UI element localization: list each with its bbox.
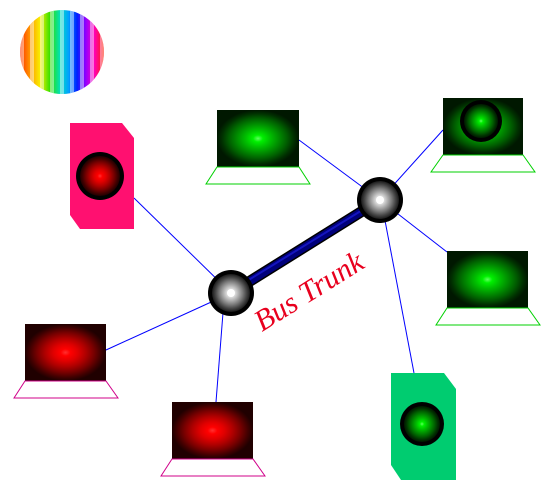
green-screen-device-topright [430,98,536,173]
bus-trunk [225,194,386,299]
right-hub [357,177,403,223]
red-screen-device-left [13,324,119,399]
green-panel-device [391,373,456,480]
trunk-label: Bus Trunk [248,245,370,338]
spectrum-disk [20,10,104,94]
red-screen-device-bottom [160,402,266,477]
red-panel-device [70,123,134,229]
link-green-panel [382,209,415,374]
green-screen-device-top [205,110,311,185]
links [105,129,448,403]
left-hub [208,270,254,316]
link-red-screen-bottom [215,299,225,403]
green-screen-device-right [435,251,541,326]
